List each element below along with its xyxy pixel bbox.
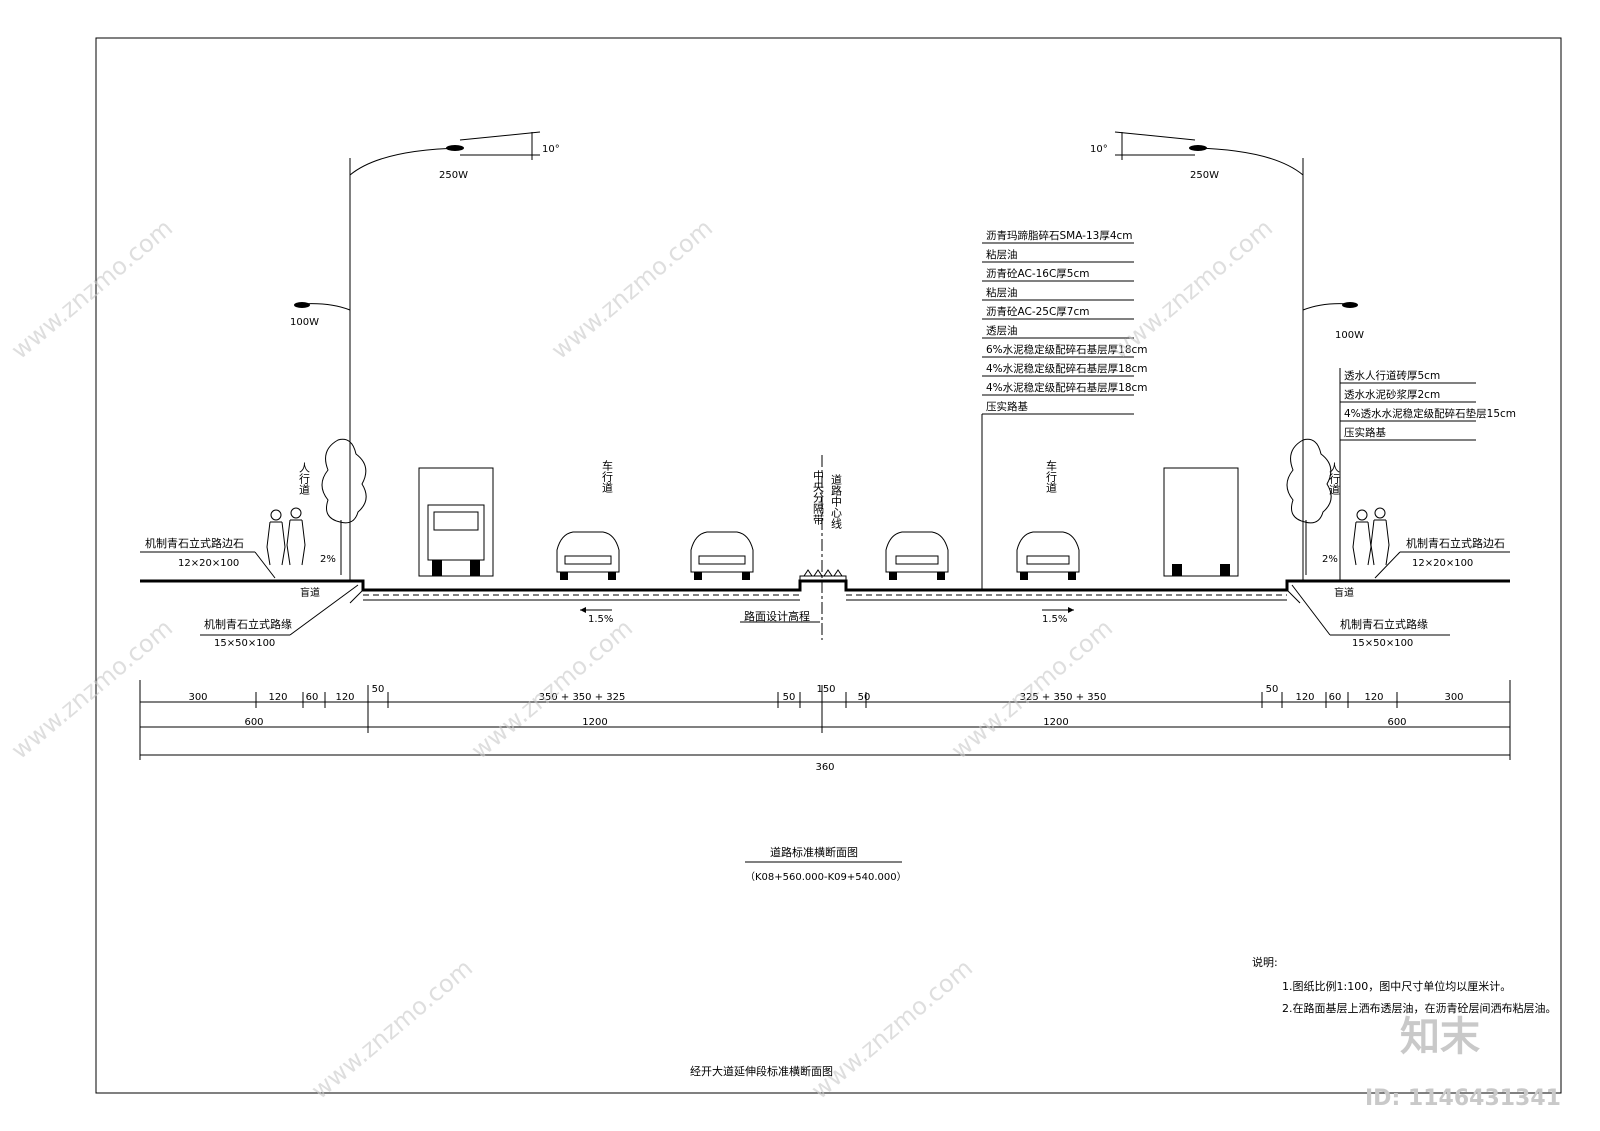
dimension-label: 150 — [816, 684, 835, 695]
dimension-lines — [139, 680, 1511, 760]
pavement-layer-table: 沥青玛蹄脂碎石SMA-13厚4cm粘层油沥青砼AC-16C厚5cm粘层油沥青砼A… — [982, 229, 1148, 415]
lamp-left-tilt: 10° — [542, 144, 560, 155]
dimension-label: 600 — [244, 717, 263, 728]
dimension-label: 300 — [188, 692, 207, 703]
pavement-layer-row: 4%水泥稳定级配碎石基层厚18cm — [986, 381, 1148, 394]
pavement-layer-row: 透层油 — [986, 324, 1018, 337]
design-elevation-label: 路面设计高程 — [744, 609, 810, 623]
car-2 — [690, 531, 754, 580]
notes-heading: 说明: — [1252, 955, 1278, 969]
centerline-label: 道路中心线 — [830, 473, 843, 529]
road-profile — [140, 455, 1510, 640]
curb-edge-left: 机制青石立式路缘 — [204, 617, 292, 631]
carriageway-label-left: 车行道 — [601, 459, 614, 493]
pavement-layer-row: 沥青玛蹄脂碎石SMA-13厚4cm — [986, 229, 1133, 242]
dimension-label: 120 — [1295, 692, 1314, 703]
tree-right — [1286, 438, 1332, 575]
sidewalk-layer-row: 压实路基 — [1344, 426, 1386, 439]
dimension-label: 60 — [306, 692, 319, 703]
lamp-left-low-power: 100W — [290, 317, 319, 328]
watermark-site: www.znzmo.com — [466, 614, 638, 765]
lamp-right-low-power: 100W — [1335, 330, 1364, 341]
sidewalk-slope-right: 2% — [1322, 554, 1338, 565]
callout-leaders — [140, 551, 1510, 636]
dimension-label: 120 — [268, 692, 287, 703]
pavement-layer-row: 6%水泥稳定级配碎石基层厚18cm — [986, 343, 1148, 356]
road-slope-right: 1.5% — [1042, 614, 1067, 625]
car-4 — [1016, 531, 1080, 580]
sidewalk-layer-row: 透水人行道砖厚5cm — [1344, 369, 1440, 382]
curb-top-right: 机制青石立式路边石 — [1406, 536, 1505, 550]
dimension-label: 1200 — [1043, 717, 1068, 728]
drawing-frame — [95, 37, 1562, 1094]
note-1: 1.图纸比例1:100，图中尺寸单位均以厘米计。 — [1282, 979, 1511, 993]
dimension-label: 325 + 350 + 350 — [1020, 692, 1107, 703]
curb-top-left: 机制青石立式路边石 — [145, 536, 244, 550]
curb-top-size-left: 12×20×100 — [178, 558, 239, 569]
dimension-label: 1200 — [582, 717, 607, 728]
dimension-label: 60 — [1329, 692, 1342, 703]
sidewalk-layer-row: 4%透水水泥稳定级配碎石垫层15cm — [1344, 407, 1516, 420]
pedestrians-left — [266, 507, 306, 566]
car-1 — [556, 531, 620, 580]
car-3 — [885, 531, 949, 580]
dimension-label: 50 — [783, 692, 796, 703]
curb-edge-right: 机制青石立式路缘 — [1340, 617, 1428, 631]
lamp-left-power: 250W — [439, 170, 468, 181]
curb-edge-size-left: 15×50×100 — [214, 638, 275, 649]
sidewalk-label-right: 人行道 — [1328, 462, 1341, 495]
pavement-layer-row: 4%水泥稳定级配碎石基层厚18cm — [986, 362, 1148, 375]
road-slope-left: 1.5% — [588, 614, 613, 625]
blind-path-right: 盲道 — [1334, 586, 1354, 599]
dimension-label: 120 — [335, 692, 354, 703]
lamp-pole-left — [294, 131, 541, 581]
sidewalk-slope-left: 2% — [320, 554, 336, 565]
median-plants — [799, 569, 847, 582]
pavement-layer-row: 沥青砼AC-16C厚5cm — [986, 267, 1090, 280]
pedestrians-right — [1352, 507, 1390, 566]
watermark-site: www.znzmo.com — [306, 954, 478, 1105]
watermark-brand: 知末 — [1400, 1014, 1480, 1060]
pavement-layer-row: 沥青砼AC-25C厚7cm — [986, 305, 1090, 318]
truck-right — [1163, 467, 1239, 577]
watermark-site: www.znzmo.com — [806, 954, 978, 1105]
sidewalk-layer-row: 透水水泥砂浆厚2cm — [1344, 388, 1440, 401]
watermark-layer: www.znzmo.com www.znzmo.com www.znzmo.co… — [6, 214, 1561, 1111]
dimension-labels: 300 120 60 120 50 350 + 350 + 325 50 150 50 325 +… — [188, 684, 1463, 773]
note-2: 2.在路面基层上洒布透层油，在沥青砼层间洒布粘层油。 — [1282, 1001, 1557, 1015]
dimension-label: 50 — [1266, 684, 1279, 695]
dimension-label: 600 — [1387, 717, 1406, 728]
median-label: 中央分隔带 — [812, 470, 825, 526]
dimension-label: 50 — [858, 692, 871, 703]
curb-edge-size-right: 15×50×100 — [1352, 638, 1413, 649]
dimension-total: 360 — [815, 762, 834, 773]
drawing-title: 道路标准横断面图 — [770, 845, 858, 859]
station-range: （K08+560.000-K09+540.000） — [745, 871, 907, 883]
curb-top-size-right: 12×20×100 — [1412, 558, 1473, 569]
truck-left — [418, 467, 494, 577]
dimension-label: 300 — [1444, 692, 1463, 703]
tree-left — [321, 438, 367, 575]
pavement-layer-row: 粘层油 — [986, 286, 1018, 299]
blind-path-left: 盲道 — [300, 586, 320, 599]
watermark-site: www.znzmo.com — [6, 214, 178, 365]
pavement-layer-row: 压实路基 — [986, 400, 1028, 413]
watermark-site: www.znzmo.com — [6, 614, 178, 765]
sidewalk-label-left: 人行道 — [298, 462, 311, 495]
dimension-label: 120 — [1364, 692, 1383, 703]
lamp-right-tilt: 10° — [1090, 144, 1108, 155]
carriageway-label-right: 车行道 — [1045, 459, 1058, 493]
pavement-layer-row: 粘层油 — [986, 248, 1018, 261]
sidewalk-layer-table: 透水人行道砖厚5cm 透水水泥砂浆厚2cm 4%透水水泥稳定级配碎石垫层15cm 压实… — [1340, 369, 1516, 441]
lamp-right-power: 250W — [1190, 170, 1219, 181]
watermark-site: www.znzmo.com — [946, 614, 1118, 765]
watermark-site: www.znzmo.com — [546, 214, 718, 365]
dimension-label: 50 — [372, 684, 385, 695]
frame-title: 经开大道延伸段标准横断面图 — [690, 1064, 833, 1078]
dimension-label: 350 + 350 + 325 — [539, 692, 626, 703]
lamp-pole-right — [1114, 131, 1358, 581]
watermark-id: ID: 1146431341 — [1365, 1086, 1561, 1111]
